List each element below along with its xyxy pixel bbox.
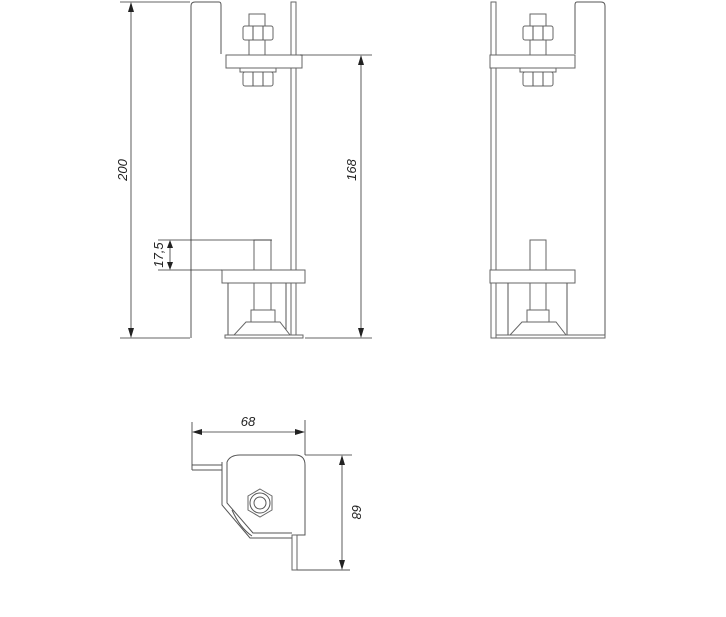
foot-base bbox=[224, 334, 304, 339]
side-view bbox=[489, 1, 606, 339]
dimension-200: 200 bbox=[115, 1, 190, 339]
dimension-label-17-5: 17,5 bbox=[151, 242, 166, 268]
bottom-mounting-plate bbox=[221, 269, 306, 284]
side-top-plate bbox=[489, 54, 576, 69]
top-view bbox=[191, 454, 350, 571]
top-washer bbox=[239, 67, 277, 73]
front-view bbox=[190, 1, 306, 339]
dimension-depth-68: 68 bbox=[305, 454, 364, 570]
bottom-flange bbox=[291, 534, 298, 571]
dimension-label-200: 200 bbox=[115, 158, 130, 181]
top-nut bbox=[242, 25, 274, 41]
dimension-168: 168 bbox=[300, 54, 372, 339]
dimension-label-width: 68 bbox=[241, 414, 256, 429]
foot-edge bbox=[231, 509, 253, 537]
dimension-17-5: 17,5 bbox=[151, 239, 272, 271]
outer-bracket-outline bbox=[190, 1, 222, 338]
side-foot-nut bbox=[526, 309, 550, 323]
lower-nut bbox=[242, 71, 274, 87]
side-lower-nut bbox=[522, 71, 554, 87]
foot-nut bbox=[250, 309, 276, 323]
leveling-foot bbox=[232, 321, 292, 336]
dimension-width-68: 68 bbox=[191, 414, 306, 465]
nut-top-view bbox=[247, 488, 273, 518]
side-washer bbox=[519, 67, 557, 73]
side-bracket-outline bbox=[574, 1, 606, 338]
vertical-plate bbox=[290, 1, 297, 339]
side-top-nut bbox=[522, 25, 554, 41]
body-chamfer-outline bbox=[221, 462, 292, 539]
side-vertical-plate bbox=[490, 1, 497, 339]
dimension-label-168: 168 bbox=[344, 158, 359, 180]
side-leveling-foot bbox=[508, 321, 568, 336]
side-foot-base bbox=[495, 334, 606, 339]
dimension-label-depth: 68 bbox=[349, 505, 364, 520]
body-outline bbox=[226, 454, 306, 536]
side-bottom-plate bbox=[489, 269, 576, 284]
left-flange bbox=[191, 464, 222, 471]
top-mounting-plate bbox=[225, 54, 303, 69]
